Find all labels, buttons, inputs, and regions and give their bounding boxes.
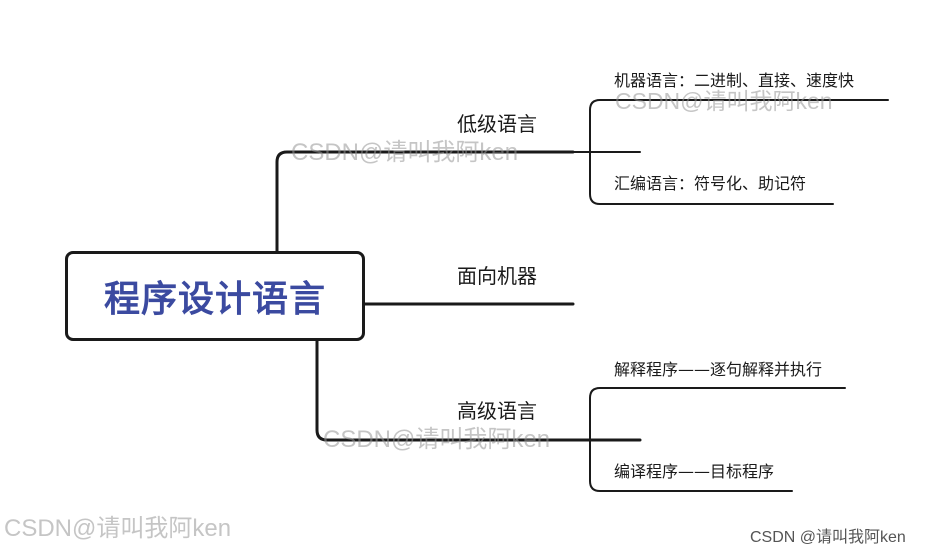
connector-low-leaf1	[589, 99, 889, 153]
connector-high-leaf1	[589, 387, 846, 441]
leaf-interpreter: 解释程序——逐句解释并执行	[614, 360, 823, 379]
branch-high-label: 高级语言	[457, 399, 537, 423]
watermark-high-branch: CSDN@请叫我阿ken	[323, 426, 551, 453]
leaf-assembly-language: 汇编语言：符号化、助记符	[614, 174, 807, 193]
branch-low-label: 低级语言	[457, 112, 537, 136]
leaf-machine-language: 机器语言：二进制、直接、速度快	[614, 71, 855, 90]
connector-root-to-low	[275, 150, 575, 253]
connector-low-leaf2	[589, 151, 834, 205]
root-title: 程序设计语言	[103, 279, 326, 320]
branch-machine-label: 面向机器	[457, 264, 537, 288]
watermark-corner: CSDN @请叫我阿ken	[750, 529, 906, 546]
root-node: 程序设计语言	[65, 251, 365, 341]
watermark-top-right: CSDN@请叫我阿ken	[615, 88, 833, 114]
watermark-bottom-left: CSDN@请叫我阿ken	[4, 515, 232, 542]
leaf-compiler: 编译程序——目标程序	[614, 462, 775, 481]
connector-root-to-high	[315, 339, 642, 442]
connector-high-leaf2	[589, 439, 793, 492]
watermark-low-branch: CSDN@请叫我阿ken	[291, 139, 519, 166]
